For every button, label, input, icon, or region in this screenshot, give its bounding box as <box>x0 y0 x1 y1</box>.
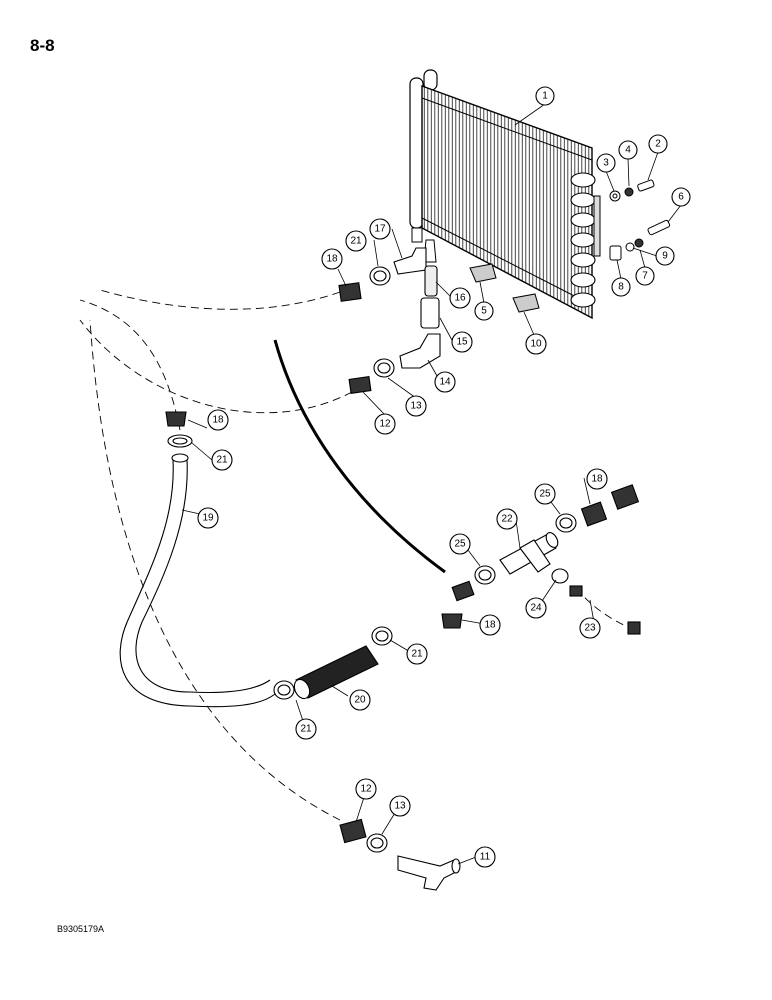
hose-clamps-20 <box>273 626 393 700</box>
callout-2: 2 <box>648 134 668 154</box>
callout-17: 17 <box>369 218 391 240</box>
svg-text:18: 18 <box>591 474 603 485</box>
callout-21: 21 <box>211 449 233 471</box>
oil-cooler <box>409 69 601 320</box>
svg-text:23: 23 <box>584 623 596 634</box>
callout-6: 6 <box>671 187 691 207</box>
svg-text:5: 5 <box>481 306 487 317</box>
svg-text:4: 4 <box>625 145 631 156</box>
routing-lines <box>79 289 636 821</box>
svg-text:21: 21 <box>411 649 423 660</box>
svg-text:18: 18 <box>326 254 338 265</box>
callout-22: 22 <box>496 508 518 530</box>
callout-10: 10 <box>525 333 547 355</box>
svg-text:19: 19 <box>202 513 214 524</box>
callout-18: 18 <box>321 248 343 270</box>
hose-end-left <box>165 411 193 448</box>
svg-text:9: 9 <box>662 251 668 262</box>
svg-text:21: 21 <box>300 724 312 735</box>
callout-3: 3 <box>596 153 616 173</box>
svg-text:7: 7 <box>642 271 648 282</box>
callouts: 1 2 3 4 5 6 7 8 9 10 11 12 12 13 13 14 1… <box>197 86 691 868</box>
callout-25: 25 <box>534 483 556 505</box>
svg-text:13: 13 <box>394 801 406 812</box>
callout-20: 20 <box>349 689 371 711</box>
callout-16: 16 <box>449 287 471 309</box>
hose-19 <box>119 453 276 708</box>
callout-12: 12 <box>355 778 377 800</box>
callout-7: 7 <box>635 266 655 286</box>
tee-22-parts <box>441 484 641 635</box>
callout-4: 4 <box>618 140 638 160</box>
callout-25: 25 <box>449 533 471 555</box>
page-number: 8-8 <box>30 36 55 55</box>
figure-code: B9305179A <box>57 924 105 934</box>
callout-8: 8 <box>611 277 631 297</box>
callout-18: 18 <box>207 409 229 431</box>
callout-21: 21 <box>406 643 428 665</box>
svg-text:13: 13 <box>410 401 422 412</box>
svg-text:25: 25 <box>539 489 551 500</box>
callout-11: 11 <box>474 846 496 868</box>
callout-13: 13 <box>389 795 411 817</box>
callout-14: 14 <box>434 371 456 393</box>
callout-18: 18 <box>586 468 608 490</box>
callout-5: 5 <box>474 301 494 321</box>
mount-hardware-lower <box>609 219 671 261</box>
callout-19: 19 <box>197 507 219 529</box>
svg-text:21: 21 <box>350 236 362 247</box>
callout-1: 1 <box>535 86 555 106</box>
svg-text:8: 8 <box>618 282 624 293</box>
svg-text:17: 17 <box>374 224 386 235</box>
svg-text:2: 2 <box>655 139 661 150</box>
hose-20 <box>293 645 379 700</box>
svg-text:16: 16 <box>454 293 466 304</box>
callout-15: 15 <box>451 331 473 353</box>
hose-ends-upper <box>338 282 372 394</box>
svg-text:12: 12 <box>360 784 372 795</box>
hose-clamps-upper <box>369 266 395 378</box>
elbow-fittings <box>393 247 441 369</box>
reference-curve <box>273 339 446 574</box>
callout-12: 12 <box>374 413 396 435</box>
tee-22 <box>499 532 559 575</box>
svg-text:20: 20 <box>354 695 366 706</box>
svg-text:22: 22 <box>501 514 513 525</box>
svg-text:15: 15 <box>456 337 468 348</box>
svg-text:6: 6 <box>678 192 684 203</box>
callout-13: 13 <box>405 395 427 417</box>
svg-text:12: 12 <box>379 419 391 430</box>
mount-hardware-upper <box>609 179 655 202</box>
callout-21: 21 <box>295 718 317 740</box>
svg-text:3: 3 <box>603 158 609 169</box>
svg-text:18: 18 <box>484 620 496 631</box>
callout-24: 24 <box>525 597 547 619</box>
svg-text:11: 11 <box>480 852 491 863</box>
svg-text:25: 25 <box>454 539 466 550</box>
callout-21: 21 <box>345 230 367 252</box>
svg-text:1: 1 <box>542 91 548 102</box>
tee-11 <box>339 818 461 891</box>
callout-23: 23 <box>579 617 601 639</box>
svg-text:14: 14 <box>439 377 451 388</box>
svg-text:10: 10 <box>530 339 542 350</box>
svg-text:24: 24 <box>530 603 542 614</box>
svg-text:18: 18 <box>212 415 224 426</box>
svg-text:21: 21 <box>216 455 228 466</box>
cooler-brackets <box>469 263 540 313</box>
callout-18: 18 <box>479 614 501 636</box>
callout-9: 9 <box>655 246 675 266</box>
